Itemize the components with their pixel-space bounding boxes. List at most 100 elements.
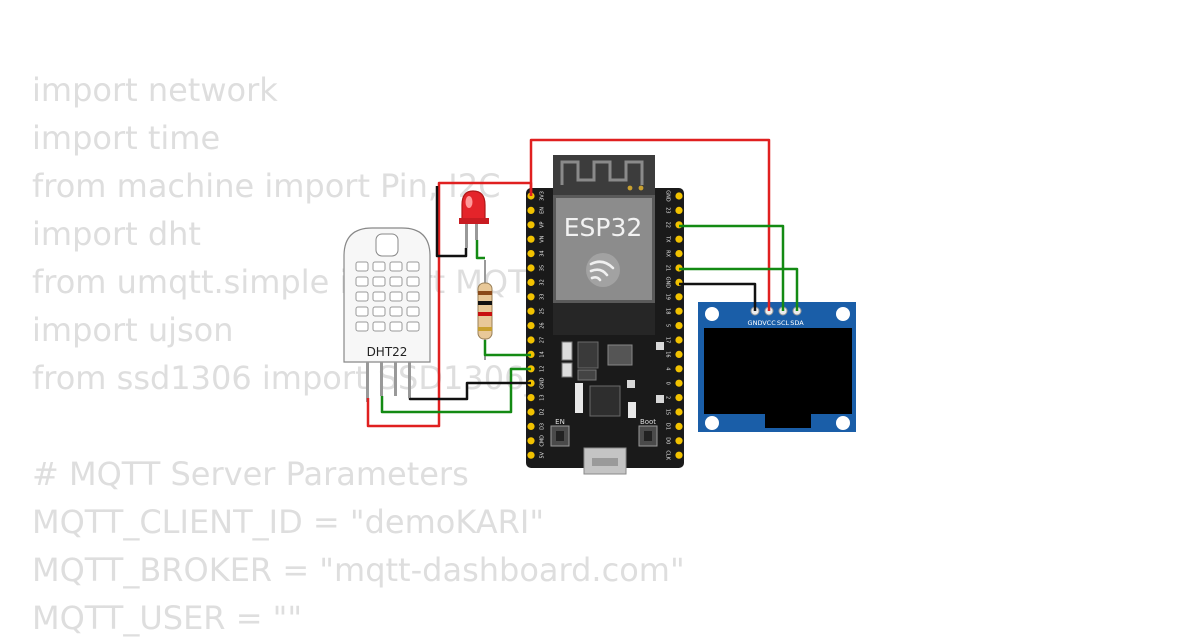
pin-pad[interactable]	[527, 422, 535, 430]
grille-slot	[389, 291, 403, 302]
wire-pin14-to-resistor	[483, 340, 531, 357]
oled-pin-label: VCC	[762, 319, 776, 327]
grille-slot	[372, 261, 386, 272]
pin-pad[interactable]	[527, 278, 535, 286]
wire-pin22-to-oled-scl	[679, 224, 785, 311]
grille-slot	[355, 261, 369, 272]
dht22-sensor[interactable]: DHT22	[343, 227, 431, 402]
pin-pad[interactable]	[527, 322, 535, 330]
wire-pin12-to-dht-data	[380, 367, 531, 414]
pin-pad[interactable]	[527, 451, 535, 459]
pin-label: 32	[540, 279, 546, 285]
wire-led-gnd	[435, 186, 468, 258]
pin-label: CLK	[665, 450, 671, 460]
en-button[interactable]	[550, 425, 570, 447]
code-line: MQTT_CLIENT_ID = "demoKARI"	[32, 503, 545, 541]
pin-pad[interactable]	[675, 379, 683, 387]
pin-pad[interactable]	[675, 365, 683, 373]
pin-label: 23	[665, 207, 671, 213]
pin-pad[interactable]	[675, 307, 683, 315]
grille-slot	[406, 291, 420, 302]
pin-pad[interactable]	[675, 451, 683, 459]
pin-pad[interactable]	[527, 206, 535, 214]
pin-label: VP	[540, 222, 546, 228]
pin-pad[interactable]	[527, 235, 535, 243]
pin-label: D2	[540, 408, 546, 415]
wire-3v3-to-dht-vcc	[366, 181, 533, 428]
grille-slot	[406, 321, 420, 332]
pin-pad[interactable]	[675, 192, 683, 200]
grille-slot	[406, 276, 420, 287]
grille-slot	[389, 306, 403, 317]
pin-label: 16	[665, 351, 671, 357]
en-label: EN	[555, 418, 565, 426]
pin-pad[interactable]	[675, 437, 683, 445]
pin-pad[interactable]	[675, 408, 683, 416]
pin-label: 27	[540, 337, 546, 343]
pin-pad[interactable]	[527, 394, 535, 402]
pin-label: D0	[665, 437, 671, 444]
pin-pad[interactable]	[675, 293, 683, 301]
esp32-label: ESP32	[564, 213, 643, 242]
pin-label: 33	[540, 294, 546, 300]
grille-slot	[355, 276, 369, 287]
pin-label: 17	[665, 337, 671, 343]
oled-pin-label: SDA	[790, 319, 804, 327]
pin-pad[interactable]	[527, 221, 535, 229]
pin-pad[interactable]	[527, 336, 535, 344]
pin-pad[interactable]	[675, 206, 683, 214]
grille-slot	[372, 306, 386, 317]
pin-pad[interactable]	[527, 264, 535, 272]
pin-label: GND	[540, 377, 546, 389]
red-led[interactable]	[459, 190, 489, 248]
code-line: import dht	[32, 215, 201, 253]
oled-screen	[704, 328, 852, 414]
pin-label: TX	[665, 235, 671, 243]
pin-label: 18	[665, 308, 671, 314]
pin-label: CMD	[540, 435, 546, 447]
code-line: from ssd1306 import SSD1306_I2C	[32, 359, 593, 397]
pin-label: 19	[665, 294, 671, 300]
pin-pad[interactable]	[675, 322, 683, 330]
pin-label: 35	[540, 265, 546, 271]
grille-slot	[389, 261, 403, 272]
pin-pad[interactable]	[527, 307, 535, 315]
pin-pad[interactable]	[675, 394, 683, 402]
grille-slot	[372, 276, 386, 287]
pin-label: 2	[665, 396, 671, 399]
resistor[interactable]	[477, 260, 493, 360]
pin-label: GND	[665, 190, 671, 202]
pin-pad[interactable]	[527, 293, 535, 301]
pin-pad[interactable]	[527, 250, 535, 258]
oled-pin-label: GND	[748, 319, 763, 327]
esp32-board[interactable]: ESP32 EN Boot 3V3	[526, 155, 684, 475]
wire-pin21-to-oled-sda	[679, 267, 799, 311]
pin-label: GND	[665, 277, 671, 289]
grille-slot	[372, 291, 386, 302]
grille-slot	[355, 306, 369, 317]
boot-button[interactable]	[638, 425, 658, 447]
pin-pad[interactable]	[527, 408, 535, 416]
code-line: # MQTT Server Parameters	[32, 455, 469, 493]
grille-slot	[389, 321, 403, 332]
pin-label: 34	[540, 250, 546, 256]
pin-label: 26	[540, 322, 546, 328]
grille-slot	[406, 306, 420, 317]
pin-pad[interactable]	[527, 437, 535, 445]
pin-pad[interactable]	[675, 250, 683, 258]
boot-label: Boot	[640, 418, 656, 426]
pin-pad[interactable]	[675, 350, 683, 358]
code-line: import time	[32, 119, 221, 157]
pin-pad[interactable]	[675, 422, 683, 430]
pin-pad[interactable]	[675, 235, 683, 243]
pin-label: 5	[665, 324, 671, 327]
pin-pad[interactable]	[675, 336, 683, 344]
pin-label: EN	[540, 207, 546, 214]
code-line: import ujson	[32, 311, 234, 349]
code-line: MQTT_BROKER = "mqtt-dashboard.com"	[32, 551, 685, 589]
pin-label: D1	[665, 423, 671, 430]
grille-slot	[389, 276, 403, 287]
